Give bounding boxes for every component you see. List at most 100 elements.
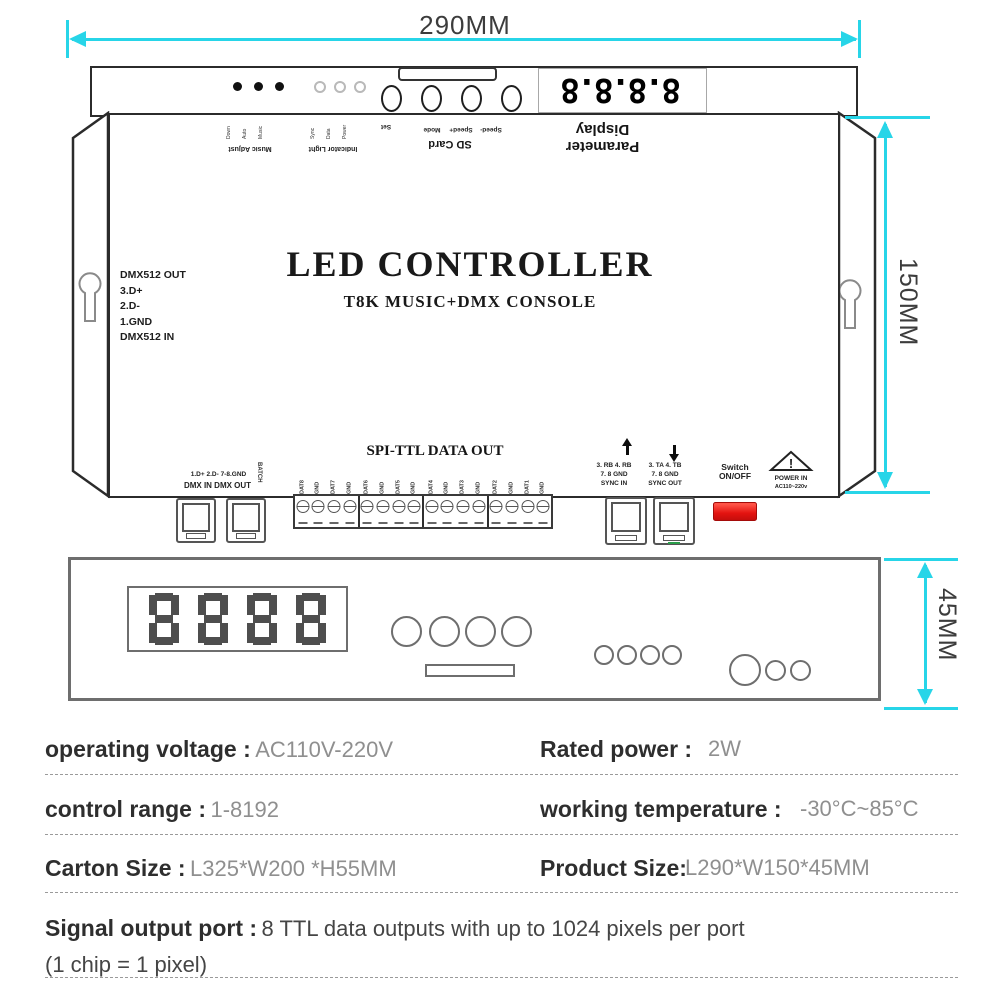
- segment: [204, 615, 222, 623]
- display-digits: 8.8.8.8: [563, 71, 682, 110]
- terminal-label: DAT7: [330, 480, 337, 494]
- terminal-label: GND: [410, 481, 417, 494]
- screw-terminal: [505, 500, 519, 513]
- segment: [198, 595, 206, 615]
- terminal-label: GND: [474, 481, 481, 494]
- terminal-dash: [427, 521, 437, 524]
- arrow-down-icon: [669, 445, 679, 462]
- arrow-left-icon: [69, 31, 86, 47]
- segment: [198, 623, 206, 643]
- terminal-label: DAT2: [492, 480, 499, 494]
- speed-plus-button[interactable]: [461, 85, 482, 112]
- terminal-dash: [362, 521, 372, 524]
- segment: [269, 595, 277, 615]
- screw-terminal: [440, 500, 454, 513]
- screw-terminal: [311, 500, 325, 513]
- spec-value: -30°C~85°C: [800, 796, 919, 821]
- spec-label: operating voltage :: [45, 736, 251, 762]
- terminal-dash: [523, 521, 533, 524]
- divider: [45, 977, 958, 978]
- mode-button[interactable]: [421, 85, 442, 112]
- dimension-line: [72, 38, 856, 41]
- divider: [45, 892, 958, 893]
- screw-terminal: [536, 500, 550, 513]
- terminal-gnd-7: GND: [406, 482, 422, 527]
- divider: [45, 834, 958, 835]
- segment: [318, 623, 326, 643]
- terminal-dash: [538, 521, 548, 524]
- led-tiny-label: Auto: [242, 128, 248, 139]
- dmx-ports-label: DMX IN DMX OUT: [183, 481, 252, 490]
- product-title: LED CONTROLLER: [286, 244, 654, 284]
- device-face: [108, 113, 840, 498]
- set-button[interactable]: [381, 85, 402, 112]
- arrow-right-icon: [841, 31, 858, 47]
- segment: [247, 595, 255, 615]
- dimension-line: [884, 124, 887, 487]
- terminal-dat8-0: DAT8: [295, 480, 311, 527]
- spi-ttl-header: SPI-TTL DATA OUT: [366, 443, 504, 459]
- screw-terminal: [521, 500, 535, 513]
- terminal-gnd-5: GND: [375, 482, 391, 527]
- terminal-label: GND: [508, 481, 515, 494]
- speed-minus-button[interactable]: [501, 85, 522, 112]
- front-led: [640, 645, 660, 665]
- music-adjust-label: Music Adjust: [228, 145, 272, 152]
- screw-terminal: [296, 500, 310, 513]
- front-button[interactable]: [391, 616, 422, 647]
- seven-segment-digit: [149, 593, 179, 645]
- spec-value: AC110V-220V: [255, 737, 394, 762]
- keyhole-mount-icon: [78, 272, 102, 322]
- terminal-dash: [458, 521, 468, 524]
- parameter-display-screen: 8.8.8.8: [538, 68, 707, 113]
- front-sd-slot: [425, 664, 515, 677]
- led-tiny-label: Down: [226, 126, 232, 139]
- segment: [296, 595, 304, 615]
- led-tiny-label: Data: [326, 128, 332, 139]
- dimension-tick: [884, 707, 958, 710]
- front-button[interactable]: [501, 616, 532, 647]
- sync-out-label: 3. TA 4. TB 7. 8 GND SYNC OUT: [648, 462, 682, 487]
- segment: [155, 593, 173, 601]
- spec-value: 2W: [708, 736, 741, 761]
- spec-label: control range :: [45, 796, 207, 822]
- led-dot: [275, 82, 284, 91]
- divider: [45, 774, 958, 775]
- front-led: [790, 660, 811, 681]
- warning-triangle-icon: !: [768, 450, 814, 471]
- dimension-tick: [845, 491, 930, 494]
- sync-in-port: [605, 497, 647, 545]
- screw-terminal: [327, 500, 341, 513]
- terminal-gnd-3: GND: [342, 482, 358, 527]
- svg-text:!: !: [789, 456, 793, 471]
- power-switch[interactable]: [713, 502, 757, 521]
- segment: [318, 595, 326, 615]
- spec-value: (1 chip = 1 pixel): [45, 952, 208, 977]
- front-button[interactable]: [429, 616, 460, 647]
- segment: [253, 637, 271, 645]
- front-led: [662, 645, 682, 665]
- product-subtitle: T8K MUSIC+DMX CONSOLE: [343, 292, 597, 311]
- terminal-dat5-6: DAT5: [391, 480, 407, 527]
- front-knob[interactable]: [729, 654, 761, 686]
- terminal-label: DAT4: [428, 480, 435, 494]
- right-mount-ear: [837, 111, 877, 499]
- front-led: [594, 645, 614, 665]
- terminal-dat1-14: DAT1: [520, 480, 536, 527]
- batch-label: BATCH: [256, 462, 262, 483]
- terminal-dat7-2: DAT7: [326, 480, 342, 527]
- terminal-dash: [378, 521, 388, 524]
- dmx-out-port: [226, 498, 266, 543]
- front-led: [617, 645, 637, 665]
- screw-terminal: [472, 500, 486, 513]
- terminal-gnd-15: GND: [535, 482, 551, 527]
- front-button[interactable]: [465, 616, 496, 647]
- segment: [302, 615, 320, 623]
- terminal-gnd-1: GND: [311, 482, 327, 527]
- seven-segment-digit: [247, 593, 277, 645]
- spec-value: L290*W150*45MM: [685, 855, 870, 880]
- height-dimension-label: 150MM: [894, 258, 922, 347]
- terminal-dash: [409, 521, 419, 524]
- spec-value: 1-8192: [210, 797, 279, 822]
- spec-signal-row: Signal output port : 8 TTL data outputs …: [45, 912, 958, 981]
